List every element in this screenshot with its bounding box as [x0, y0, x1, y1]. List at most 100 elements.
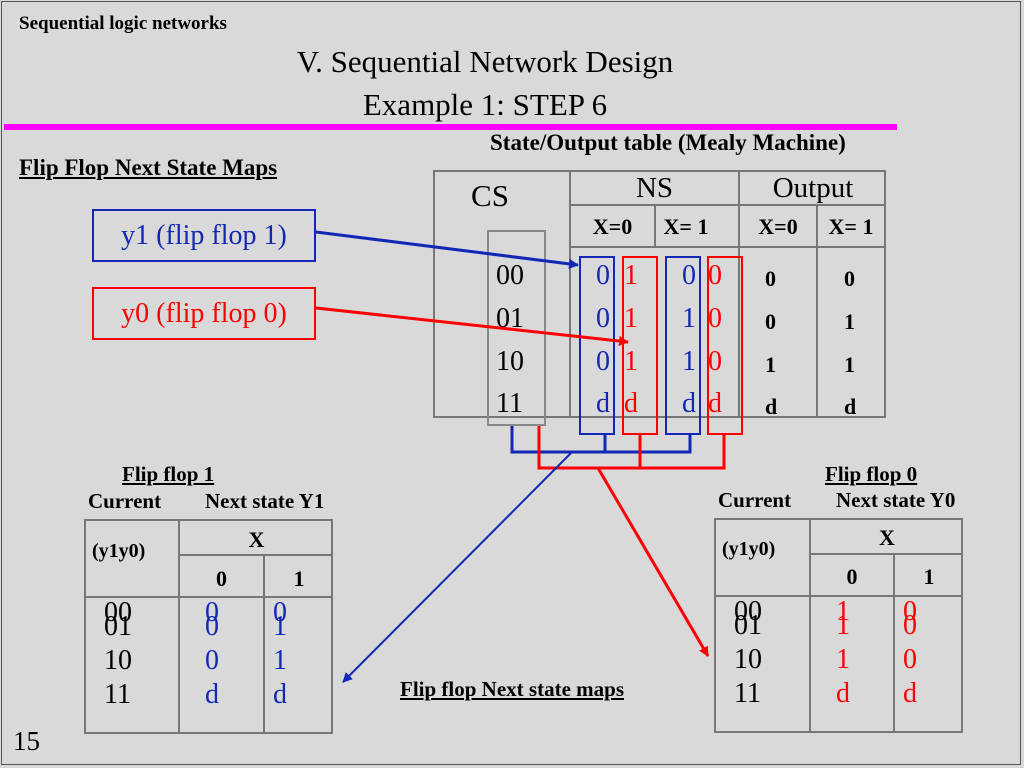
- ff0-col1-header: 1: [923, 564, 935, 589]
- output-cell: 1: [844, 309, 855, 334]
- ff1-state-column: 00 01 10 11: [104, 598, 132, 710]
- ff0-map-arrow: [596, 467, 710, 657]
- ns-x1-header: X= 1: [663, 214, 709, 239]
- y1-x0-highlight: [579, 256, 615, 435]
- ff1-value: d: [205, 679, 219, 710]
- ff1-state-var: (y1y0): [92, 540, 146, 562]
- ff1-x-header: X: [248, 527, 265, 552]
- y1-pointer-arrow: [315, 230, 579, 269]
- ff1-map-divider: [179, 554, 333, 556]
- cs-cell: 11: [496, 388, 523, 419]
- state-table-divider: [570, 246, 886, 248]
- ff1-map: [84, 519, 333, 734]
- slide-title: V. Sequential Network Design: [296, 44, 674, 79]
- ff0-state-var: (y1y0): [722, 538, 776, 560]
- state-table-divider: [816, 205, 818, 418]
- ns-y0-cell: 1: [624, 346, 638, 377]
- maps-caption: Flip flop Next state maps: [400, 677, 624, 701]
- ff1-next-label: Next state Y1: [205, 489, 325, 513]
- ns-y1-cell: 0: [596, 260, 610, 291]
- y0-bracket: [537, 426, 726, 470]
- ns-y1-cell: d: [682, 388, 696, 419]
- ff0-next-label: Next state Y0: [836, 488, 956, 512]
- ff0-state-column: 00 01 10 11: [734, 597, 762, 709]
- output-cell: 0: [765, 266, 776, 291]
- y1-label-box: y1 (flip flop 1): [92, 209, 316, 262]
- state-table-divider: [654, 205, 656, 247]
- ns-y0-cell: 1: [624, 260, 638, 291]
- state-table-caption: State/Output table (Mealy Machine): [490, 130, 846, 155]
- slide-subtitle: Example 1: STEP 6: [362, 87, 608, 122]
- state-table-divider: [738, 170, 740, 418]
- ff1-state: 10: [104, 645, 132, 676]
- ff0-current-label: Current: [718, 488, 792, 512]
- ff1-map-arrow: [342, 451, 573, 683]
- ns-y0-cell: 0: [708, 260, 722, 291]
- ff1-col0-header: 0: [216, 566, 227, 591]
- ns-x0-header: X=0: [592, 214, 633, 239]
- y0-x0-highlight: [622, 256, 658, 435]
- output-cell: d: [765, 394, 778, 419]
- ff1-state: 11: [104, 679, 131, 710]
- ff0-value: 0: [903, 596, 917, 627]
- ns-y1-cell: d: [596, 388, 610, 419]
- ff0-value: d: [903, 678, 917, 709]
- ff1-map-divider: [263, 555, 265, 734]
- ff1-value: 0: [273, 597, 287, 628]
- next-state-maps-heading: Flip Flop Next State Maps: [19, 155, 278, 180]
- ff0-map-divider: [810, 553, 963, 555]
- ff1-value: 0: [205, 611, 219, 642]
- ff0-value: 1: [836, 596, 850, 627]
- ns-y0-cell: d: [624, 388, 638, 419]
- ns-y1-cell: 0: [596, 346, 610, 377]
- ff0-value: 0: [903, 644, 917, 675]
- ff1-value: 1: [273, 645, 287, 676]
- ff0-col0-header: 0: [846, 564, 858, 589]
- ns-y1-cell: 0: [596, 303, 610, 334]
- ff1-title: Flip flop 1: [122, 462, 215, 486]
- ff0-state: 10: [734, 644, 762, 675]
- state-table-divider: [569, 170, 571, 418]
- ff0-value: 0: [903, 610, 917, 641]
- y0-pointer-arrow: [315, 306, 629, 346]
- ns-y1-cell: 1: [682, 346, 696, 377]
- ff1-state: 01: [104, 611, 132, 642]
- output-cell: 1: [765, 352, 776, 377]
- output-cell: 0: [844, 266, 855, 291]
- y1-x1-highlight: [665, 256, 701, 435]
- ff1-value: 0: [205, 597, 219, 628]
- ff0-map-divider: [714, 595, 963, 597]
- ff0-value: d: [836, 678, 850, 709]
- output-cell: 0: [765, 309, 776, 334]
- page-number: 15: [13, 726, 40, 756]
- ff1-state: 00: [104, 597, 132, 628]
- out-x1-header: X= 1: [828, 214, 874, 239]
- ff0-value: 1: [836, 644, 850, 675]
- ff0-state: 11: [734, 678, 761, 709]
- ns-y0-cell: 1: [624, 303, 638, 334]
- ff0-state: 00: [734, 596, 762, 627]
- ff0-value: 1: [836, 610, 850, 641]
- ff1-value: d: [273, 679, 287, 710]
- ff1-map-divider: [84, 596, 333, 598]
- title-divider: [4, 124, 897, 130]
- ns-y0-cell: 0: [708, 303, 722, 334]
- ff1-map-divider: [178, 519, 180, 734]
- course-title: Sequential logic networks: [19, 13, 227, 34]
- cs-cell: 00: [496, 260, 524, 291]
- state-table-divider: [570, 204, 886, 206]
- y0-label-box: y0 (flip flop 0): [92, 287, 316, 340]
- ns-y0-cell: d: [708, 388, 722, 419]
- ff1-current-label: Current: [88, 489, 162, 513]
- ff1-x1-column: 0 1 1 d: [273, 598, 287, 710]
- ns-y1-cell: 0: [682, 260, 696, 291]
- y1-bracket: [510, 426, 692, 454]
- output-header: Output: [772, 172, 854, 204]
- ff0-state: 01: [734, 610, 762, 641]
- ns-y1-cell: 1: [682, 303, 696, 334]
- ff0-title: Flip flop 0: [825, 462, 918, 486]
- state-table: [433, 170, 886, 418]
- out-x0-header: X=0: [758, 214, 798, 239]
- ns-y0-cell: 0: [708, 346, 722, 377]
